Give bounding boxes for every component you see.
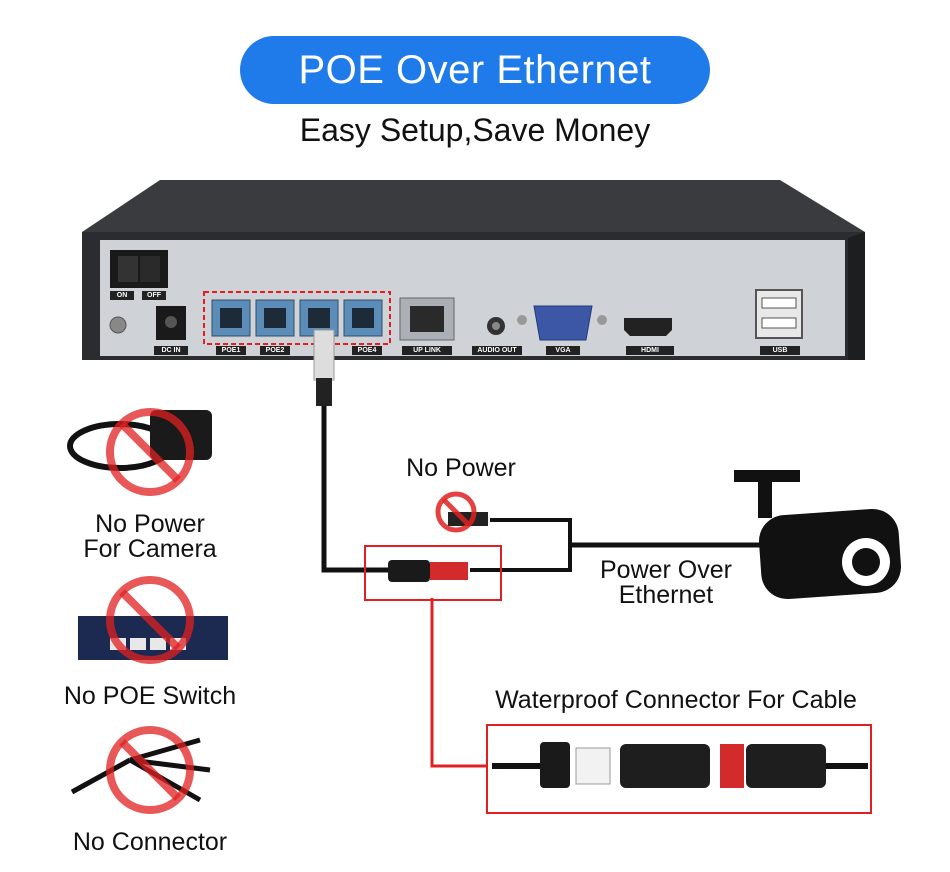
connector-highlight-box	[364, 545, 502, 601]
hdmi-label: HDMI	[626, 346, 674, 355]
uplink-label: UP LINK	[402, 346, 452, 355]
waterproof-label: Waterproof Connector For Cable	[495, 686, 857, 714]
poe-line2: Ethernet	[618, 581, 714, 609]
no-poe-switch-label: No POE Switch	[63, 682, 237, 710]
switch-off-label: OFF	[142, 291, 166, 300]
no-power-label: No Power	[406, 454, 516, 482]
no-power-camera-line1: No Power	[95, 510, 205, 538]
usb-label: USB	[760, 346, 800, 355]
switch-on-label: ON	[110, 291, 134, 300]
page-subtitle: Easy Setup,Save Money	[299, 112, 651, 148]
poe4-label: POE4	[352, 346, 382, 355]
audio-out-label: AUDIO OUT	[472, 346, 522, 355]
no-power-camera-line2: For Camera	[83, 535, 217, 563]
vga-label: VGA	[546, 346, 580, 355]
poe2-label: POE2	[260, 346, 290, 355]
power-over-ethernet-label: Power Over Ethernet	[586, 558, 746, 608]
no-connector-label: No Connector	[72, 828, 228, 856]
page-title: POE Over Ethernet	[240, 36, 710, 104]
no-power-camera-label: No Power For Camera	[40, 512, 260, 562]
dc-in-label: DC IN	[154, 346, 188, 355]
waterproof-highlight-box	[486, 724, 872, 814]
poe-line1: Power Over	[600, 556, 732, 584]
poe1-label: POE1	[216, 346, 246, 355]
